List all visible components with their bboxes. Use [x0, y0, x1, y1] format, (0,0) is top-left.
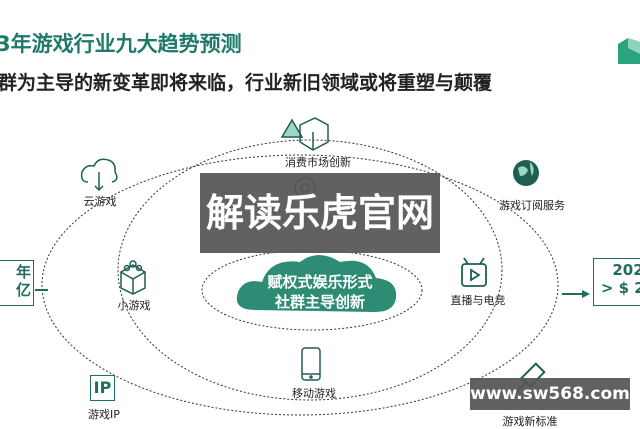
cloud-download-icon: [80, 158, 118, 192]
trend-label-mobile-games: 移动游戏: [292, 387, 336, 400]
tv-play-icon: [461, 257, 487, 287]
right-box-line-2: > $ 20: [600, 279, 640, 297]
blocks-icon: [120, 260, 146, 295]
trend-label-cloud-gaming: 云游戏: [83, 195, 117, 208]
ip-icon: IP: [90, 375, 115, 401]
left-box-line-2: 亿: [15, 281, 31, 299]
trend-label-subscription: 游戏订阅服务: [499, 199, 565, 212]
page-title: 3年游戏行业九大趋势预测: [0, 32, 242, 56]
page-subtitle: 群为主导的新变革即将来临，行业新旧领域或将重塑与颠覆: [0, 72, 493, 94]
trend-label-new-standards: 游戏新标准: [502, 415, 558, 428]
right-box-line-1: 202: [612, 261, 640, 279]
smartphone-icon: [301, 347, 321, 381]
trend-label-consumer-market: 消费市场创新: [285, 156, 351, 169]
trend-label-mini-games: 小游戏: [117, 299, 151, 312]
left-summary-box: 年 亿: [0, 260, 34, 306]
center-line-1: 赋权式娱乐形式: [267, 273, 373, 291]
right-summary-box: 202 > $ 20: [593, 258, 640, 306]
trend-label-game-ip: 游戏IP: [88, 408, 120, 421]
middle-orbit: [117, 139, 503, 401]
center-cloud-text: 赋权式娱乐形式 社群主导创新: [267, 272, 372, 312]
globe-icon: [513, 160, 539, 186]
left-box-line-1: 年: [15, 263, 31, 281]
logo-icon: [618, 38, 640, 64]
watermark-overlay: 解读乐虎官网: [200, 173, 440, 253]
watermark-url: www.sw568.com: [470, 378, 630, 410]
center-line-2: 社群主导创新: [274, 293, 366, 311]
cube-shapes-icon: [280, 117, 329, 151]
center-cloud: [236, 255, 397, 312]
trend-label-streaming-esports: 直播与电竞: [450, 294, 506, 307]
outer-orbit: [41, 154, 559, 416]
